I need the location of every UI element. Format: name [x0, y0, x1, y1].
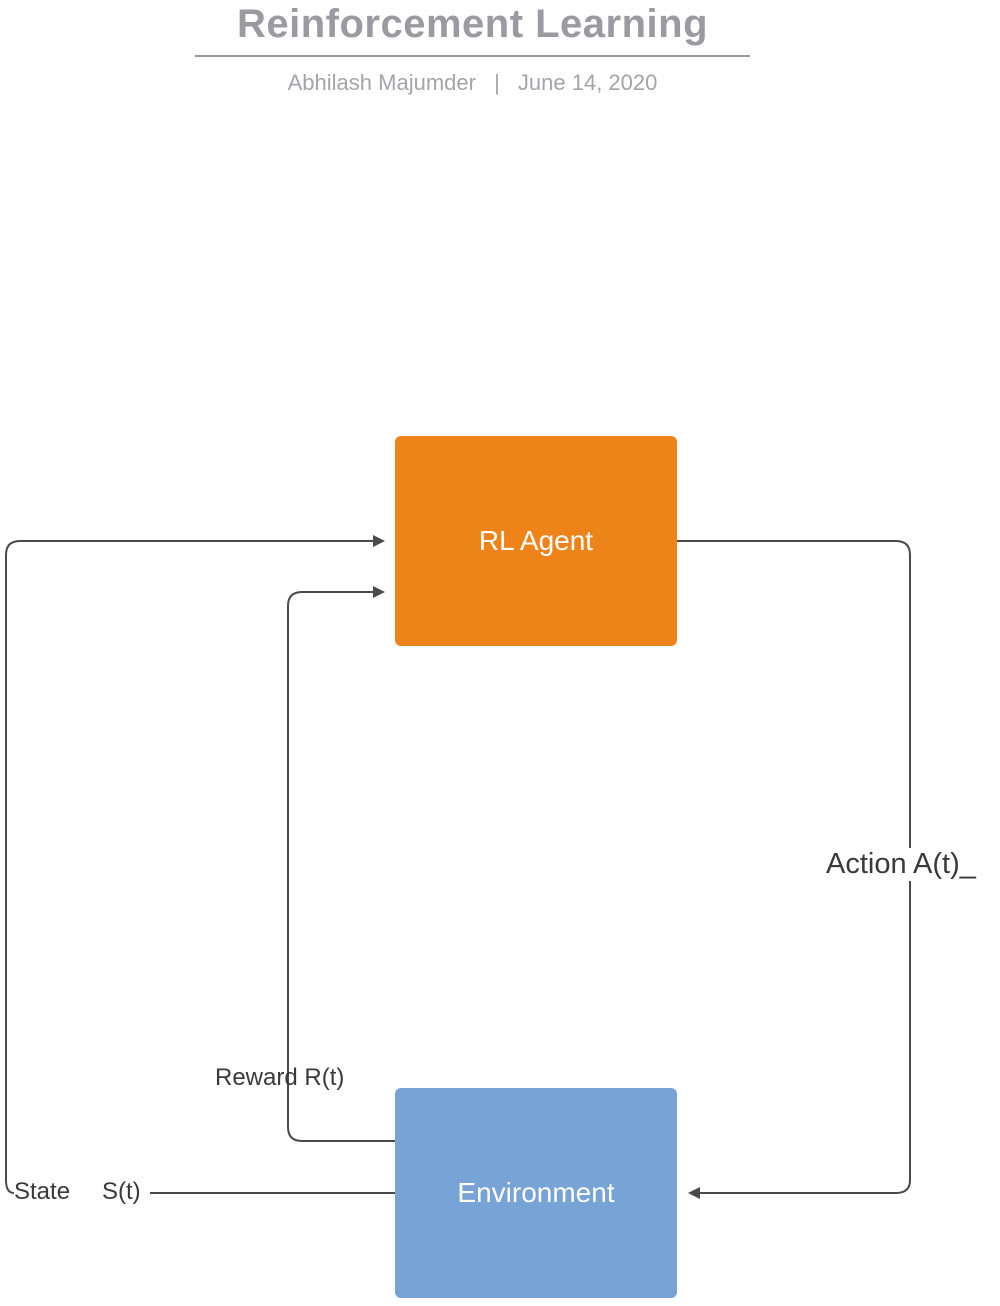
rl-agent-node: RL Agent — [395, 436, 677, 646]
rl-agent-label: RL Agent — [478, 525, 594, 556]
state-label: State — [14, 1178, 71, 1205]
state-edge — [5, 535, 385, 1194]
author-name: Abhilash Majumder — [287, 70, 476, 95]
publish-date: June 14, 2020 — [517, 70, 658, 95]
byline-separator: | — [494, 70, 500, 95]
state-symbol-label: S(t) — [102, 1178, 141, 1205]
byline: Abhilash Majumder | June 14, 2020 — [195, 70, 750, 96]
page-title: Reinforcement Learning — [236, 2, 709, 46]
reward-edge — [287, 586, 395, 1142]
title-underline — [195, 55, 750, 57]
reward-label: Reward R(t) — [215, 1064, 345, 1091]
action-label: Action A(t)_ — [826, 848, 976, 881]
environment-node: Environment — [395, 1088, 677, 1298]
environment-label: Environment — [457, 1177, 615, 1208]
